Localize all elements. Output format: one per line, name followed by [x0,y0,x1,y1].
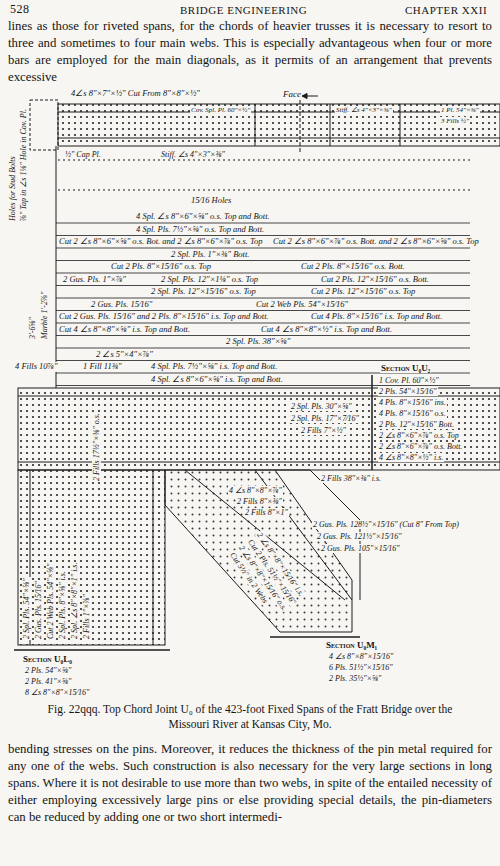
section-heading: Section U₀U₂ [380,363,431,373]
post-label: 2 Spl. Pls. 54″×⅝″ [22,577,31,640]
fill-label: 2 Fills 7″×½″ [300,426,347,435]
leader-line [56,248,470,249]
plate-label: Cov. Spl. Pl. 60″×½″ [190,106,251,114]
splice-label: Cut 4 ∠s 8″×8″×⅝″ i.s. Top and Bott. [58,325,191,335]
splice-label: 2 Gus. Pls. 1″×⅞″ [62,275,127,285]
fill-label: 2 Fills 8″×⅜″ [236,497,283,506]
section-item: 2 Pls. 54″×⅝″ [24,666,72,675]
splice-label: 4 Spl. Pls. 7½″×⅝″ i.s. Top and Bott. [150,362,278,372]
chapter-head: CHAPTER XXII [405,4,487,17]
post-label: 2 Spl. Pls. 8″×⅝″ i.s. [58,570,67,640]
hole-note: Holes for Stud Bolts [8,155,17,222]
plate-label: ½″ Cap Pl. [64,150,102,159]
leader-line [56,335,470,336]
section-item: 4 Pls. 8″×15⁄16″ o.s. [378,409,447,418]
section-item: 2 ∠s 8″×6″×⅞″ o.s. Bott. [378,442,463,451]
section-item: 4 ∠s 8″×8″×15⁄16″ [328,652,394,661]
splice-label: 4 Spl. Pls. 7½″×⅝″ o.s. Top and Bott. [135,225,265,235]
splice-label: 4 Spl. ∠s 8″×6″×⅝″ i.s. Top and Bott. [150,375,284,385]
leader-line [56,298,470,299]
section-item: 1 Cov. Pl. 60″×½″ [378,376,439,385]
stiffener-label: Stiff. ∠s 4″×3″×⅜″ [160,150,226,159]
post-label: Cut 2 Web Pls. 54″×⅝″ [46,563,55,640]
dimension-label: 3′-6⅝″ [28,316,37,340]
section-heading: Section U₀L₀ [22,654,73,664]
section-item: 6 Pls. 51½″×15⁄16″ [328,663,394,672]
fill-label: 2 Fills 38″×⅜″ i.s. [320,474,382,483]
running-head: BRIDGE ENGINEERING [180,4,307,17]
body-paragraph: bending stresses on the pins. Moreover, … [8,741,492,826]
stiffener-label: Stiff. ∠s 4″×3″×⅜″ [335,106,393,114]
splice-label: Cut 2 Web Pls. 54″×15⁄16″ [255,300,349,310]
leader-line [56,348,470,349]
splice-label: Cut 2 Pls. 8″×15⁄16″ o.s. Bott. [300,262,406,272]
splice-label: 2 Spl. Pls. 17″×7⁄16″ [290,414,360,423]
leader-line [56,360,470,361]
gusset-label: 2 Gus. Pls. 105″×15⁄16″ [320,544,401,553]
splice-label: Cut 4 Pls. 8″×15⁄16″ i.s. Top and Bott. [310,312,443,322]
splice-label: 2 ∠s 5″×4″×⅞″ [95,350,154,360]
splice-label: Cut 2 Pls. 12″×15⁄16″ o.s. Bott. [320,275,430,285]
fill-label: 3 Fills ½″ [440,117,470,125]
section-heading: Section U₀M₁ [325,640,378,650]
post-label: 2 Fills 1″×⅞″ [82,593,91,640]
splice-label: Cut 2 Gus. Pls. 15⁄16″ and 2 Pls. 8″×15⁄… [58,312,270,322]
dimension-label: Marble 1′-2⅞″ [40,291,49,340]
leader-line [56,323,470,324]
splice-label: 2 Spl. Pls. 38″×⅝″ [225,337,291,347]
section-item: 4 Pls. 8″×15⁄16″ ins. [378,398,447,407]
splice-label: 2 Spl. Pls. 1″×⅜″ Bott. [170,250,250,260]
leader-line [56,223,470,224]
post-label: 2 Gus. Pls. 15⁄16″ [34,580,43,640]
section-item: 4 ∠s 8″×8″×½″ i.s. [378,453,444,462]
splice-label: Cut 2 Pls. 12″×15⁄16″ o.s. Top [310,287,416,297]
splice-label: Cut 2 ∠s 8″×6″×⅝″ o.s. Bot. and 2 ∠s 8″×… [58,237,263,247]
body-paragraph: lines as those for riveted spans, for th… [8,18,492,86]
section-item: 2 Pls. 35½″×⅝″ [328,674,382,683]
plate-label: 1 Pl. 54″×⅜″ [440,106,480,114]
leader-line [56,285,470,286]
splice-label: 4 Fills 10⅞″ [14,362,59,372]
hole-note: 15⁄16 Holes [190,196,232,206]
section-item: 2 Pls. 12″×15⁄16″ Bott. [378,420,455,429]
figure-caption: Fig. 22qqq. Top Chord Joint U₀ of the 42… [30,702,470,732]
splice-label: 2 Spl. Pls. 30″×⅝″ [290,402,353,411]
splice-label: Cut 2 ∠s 8″×6″×⅞″ o.s. Bott. and 2 ∠s 8″… [272,237,480,247]
hole-note: ⅞″ Tap in ∠s 1⅛″ Hole in Cov. Pl. [19,108,28,222]
section-item: 8 ∠s 8″×8″×15⁄16″ [24,688,90,697]
gusset-label: 2 Gus. Pls. 128½″×15⁄16″ (Cut 8″ From To… [312,520,460,529]
leader-line [56,260,470,261]
splice-label: 2 Gus. Pls. 15⁄16″ [90,300,153,310]
angle-label: 4 ∠s 8″×8″×⅞″ [228,486,283,495]
member-label: 4∠s 8″×7″×½″ Cut From 8″×8″×½″ [70,89,201,99]
fill-label: 2 Fills 17½″×⅜″ o.s. [92,412,101,482]
splice-label: Cut 2 Pls. 8″×15⁄16″ o.s. Top [110,262,212,272]
gusset-label: 2 Gus. Pls. 121½″×15⁄16″ [316,532,403,541]
fill-label: 2 Fills 8″×1″ [244,508,289,517]
page-number: 528 [10,3,30,17]
splice-label: 4 Spl. ∠s 8″×6″×⅝″ o.s. Top and Bott. [135,212,271,222]
splice-label: 2 Spl. Pls. 12″×1⅛″ o.s. Top [160,275,259,285]
splice-label: 2 Spl. Pls. 12″×15⁄16″ o.s. Top [150,287,257,297]
section-item: 2 Pls. 54″×15⁄16″ [378,387,438,396]
leader-line [56,235,470,236]
post-label: 2 Spl. ∠s 8″×8″×1″ i.s. [70,562,79,640]
leader-line [56,273,470,274]
leader-line [56,310,470,311]
splice-label: Cut 4 ∠s 8″×8″×½″ i.s. Top and Bott. [260,325,393,335]
section-item: 2 ∠s 8″×6″×⅞″ o.s. Top [378,431,460,440]
face-label: Face [282,89,302,99]
splice-label: 1 Fill 11⅜″ [82,362,123,372]
section-item: 2 Pls. 41″×⅝″ [24,677,72,686]
